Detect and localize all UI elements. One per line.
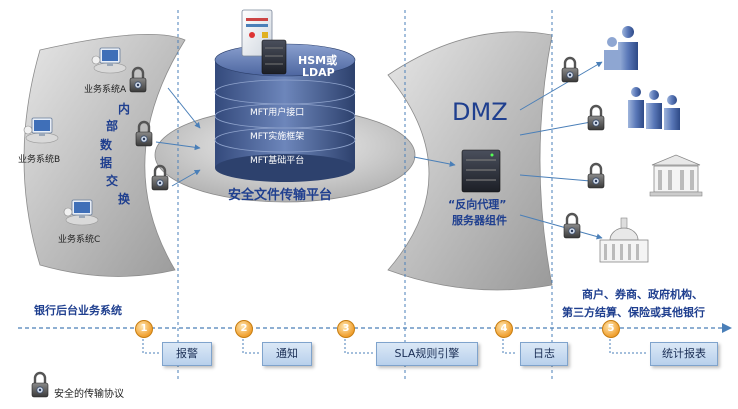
lock-icon <box>562 212 582 240</box>
legend-label: 安全的传输协议 <box>54 389 124 400</box>
step-report-box: 统计报表 <box>650 342 718 366</box>
bank-building-icon <box>649 154 703 197</box>
system-label-c: 业务系统C <box>58 235 101 245</box>
step-notify-box: 通知 <box>262 342 312 366</box>
legend-lock-icon <box>30 371 50 399</box>
step-log-box: 日志 <box>520 342 568 366</box>
exchange-char: 数 <box>100 138 113 152</box>
step-number-5: 5 <box>602 320 620 338</box>
lock-icon <box>586 104 606 132</box>
step-sla-box: SLA规则引擎 <box>376 342 478 366</box>
proxy-server-icon <box>461 149 501 193</box>
hsm-label-line1: HSM或 <box>298 54 338 67</box>
government-building-icon <box>599 217 649 263</box>
proxy-label-line1: “反向代理” <box>448 198 507 211</box>
exchange-char: 据 <box>100 156 113 170</box>
layer-user-interface: MFT用户接口 <box>250 108 305 118</box>
group-icon <box>628 87 680 130</box>
step-number-4: 4 <box>495 320 513 338</box>
lock-icon <box>586 162 606 190</box>
platform-title: 安全文件传输平台 <box>228 188 333 203</box>
server-icon <box>261 39 287 75</box>
step-alarm-box: 报警 <box>162 342 212 366</box>
dmz-title: DMZ <box>452 98 508 126</box>
step-number-3: 3 <box>337 320 355 338</box>
exchange-char: 换 <box>118 192 131 206</box>
right-caption-line2: 第三方结算、保险或其他银行 <box>562 306 705 319</box>
right-caption-line1: 商户、券商、政府机构、 <box>582 288 703 301</box>
mft-cylinder <box>214 43 356 182</box>
lock-icon <box>560 56 580 84</box>
step-number-2: 2 <box>235 320 253 338</box>
exchange-char: 交 <box>106 174 119 188</box>
exchange-char: 内 <box>118 102 131 116</box>
step-number-1: 1 <box>135 320 153 338</box>
proxy-label-line2: 服务器组件 <box>452 214 507 227</box>
system-label-a: 业务系统A <box>84 85 127 95</box>
hsm-label-line2: LDAP <box>302 66 335 79</box>
left-zone-caption: 银行后台业务系统 <box>34 304 122 317</box>
step-connectors <box>142 335 648 354</box>
system-label-b: 业务系统B <box>18 155 61 165</box>
layer-framework: MFT实施框架 <box>250 132 305 142</box>
lock-icon <box>150 164 170 192</box>
exchange-char: 部 <box>106 119 119 133</box>
person-icon <box>604 26 638 70</box>
layer-base-platform: MFT基础平台 <box>250 156 305 166</box>
left-zone-arc <box>23 33 186 277</box>
